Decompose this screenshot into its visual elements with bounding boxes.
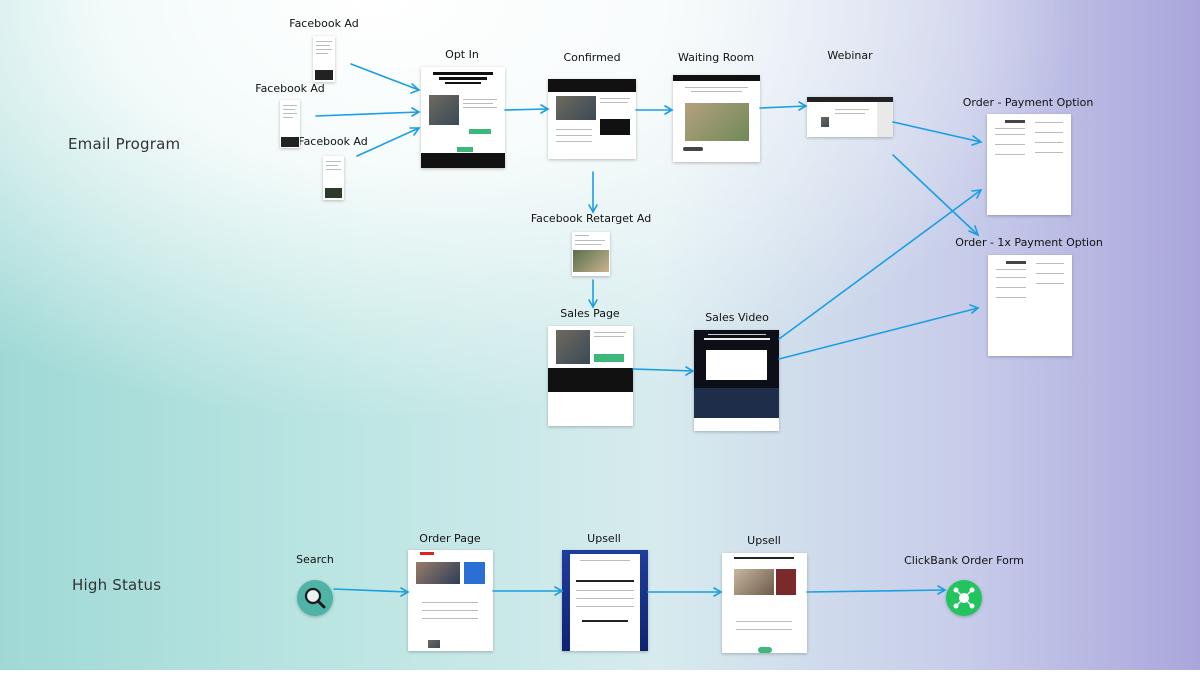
- label-upsell-2: Upsell: [747, 534, 781, 547]
- thumb-waiting-room[interactable]: [673, 75, 760, 162]
- thumb-facebook-ad-3[interactable]: [323, 156, 344, 200]
- label-facebook-ad-3: Facebook Ad: [298, 135, 368, 148]
- arrow-salespage-salesvideo: [632, 368, 694, 372]
- arrow-webinar-order-payment: [892, 121, 982, 143]
- arrow-search-orderpage: [333, 588, 409, 593]
- label-sales-video: Sales Video: [705, 311, 769, 324]
- label-clickbank-order-form: ClickBank Order Form: [904, 554, 1024, 567]
- label-webinar: Webinar: [827, 49, 873, 62]
- thumb-upsell-1[interactable]: [562, 550, 648, 651]
- thumb-facebook-ad-1[interactable]: [313, 36, 335, 82]
- magnifier-icon: [304, 587, 326, 609]
- thumb-facebook-ad-2[interactable]: [280, 100, 300, 148]
- label-order-page: Order Page: [419, 532, 481, 545]
- thumb-order-1x-payment-option[interactable]: [988, 255, 1072, 356]
- label-search: Search: [296, 553, 334, 566]
- thumb-upsell-2[interactable]: [722, 553, 807, 653]
- arrow-webinar-order-1x: [892, 154, 979, 236]
- arrow-salesvideo-order-payment: [778, 189, 982, 340]
- label-upsell-1: Upsell: [587, 532, 621, 545]
- arrow-upsell2-clickbank: [806, 589, 946, 593]
- label-facebook-ad-2: Facebook Ad: [255, 82, 325, 95]
- thumb-sales-video[interactable]: [694, 330, 779, 431]
- search-node[interactable]: [297, 580, 333, 616]
- label-confirmed: Confirmed: [563, 51, 621, 64]
- arrow-fbad1-optin: [350, 63, 420, 91]
- arrow-optin-confirmed: [504, 108, 549, 111]
- section-email-program: Email Program: [68, 135, 181, 153]
- clickbank-node[interactable]: [946, 580, 982, 616]
- label-waiting-room: Waiting Room: [677, 51, 755, 64]
- network-cart-icon: [953, 587, 975, 609]
- arrow-fbad2-optin: [315, 111, 420, 117]
- label-facebook-retarget-ad: Facebook Retarget Ad: [530, 212, 652, 225]
- section-high-status: High Status: [72, 576, 162, 594]
- label-facebook-ad-1: Facebook Ad: [289, 17, 359, 30]
- thumb-order-page[interactable]: [408, 550, 493, 651]
- thumb-opt-in[interactable]: [421, 67, 505, 168]
- arrow-waitingroom-webinar: [759, 105, 807, 109]
- thumb-sales-page[interactable]: [548, 326, 633, 426]
- thumb-order-payment-option[interactable]: [987, 114, 1071, 215]
- label-order-1x-payment-option: Order - 1x Payment Option: [955, 236, 1103, 249]
- thumb-webinar[interactable]: [807, 97, 893, 137]
- label-sales-page: Sales Page: [560, 307, 620, 320]
- arrow-salesvideo-order-1x: [778, 307, 979, 360]
- thumb-facebook-retarget-ad[interactable]: [572, 232, 610, 276]
- label-opt-in: Opt In: [445, 48, 479, 61]
- thumb-confirmed[interactable]: [548, 79, 636, 159]
- label-order-payment-option: Order - Payment Option: [962, 96, 1094, 109]
